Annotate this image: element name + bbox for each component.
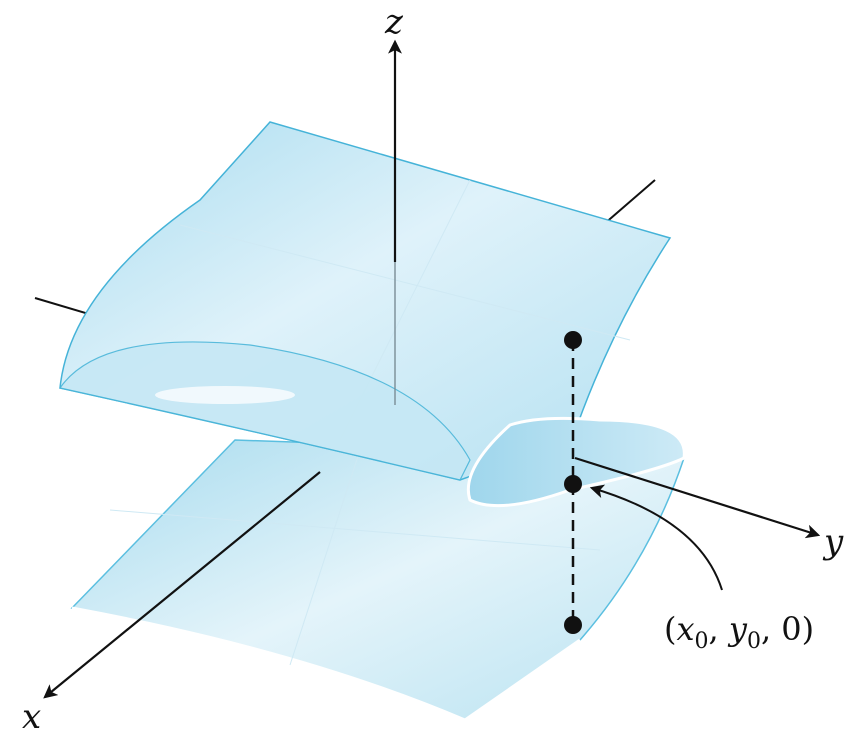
tube-end <box>466 416 686 508</box>
base-point <box>564 475 582 493</box>
point-label-sep1: , <box>709 610 729 648</box>
x-axis-label: x <box>22 697 41 737</box>
upper-sheet-curl <box>58 341 471 481</box>
y-axis <box>574 456 821 539</box>
lower-grid-line-2 <box>289 449 361 666</box>
point-label-y-sub: 0 <box>747 629 761 654</box>
point-label: (x0, y0, 0) <box>664 610 814 654</box>
point-label-y: y <box>727 610 748 648</box>
highlight-streak <box>155 386 295 404</box>
point-label-x: x <box>676 610 694 648</box>
point-label-x-sub: 0 <box>695 629 709 654</box>
z-axis-label: z <box>384 2 404 42</box>
point-label-close: ) <box>802 610 814 648</box>
upper-grid-line-1 <box>179 224 631 341</box>
x-axis <box>43 471 321 699</box>
point-label-open: ( <box>664 610 676 648</box>
point-label-zero: 0 <box>781 610 801 648</box>
upper-surface-point <box>564 331 582 349</box>
lower-grid-line-1 <box>109 509 601 551</box>
point-label-sep2: , <box>761 610 781 648</box>
y-axis-label: y <box>822 522 844 562</box>
label-leader-arrow <box>589 484 723 591</box>
lower-surface-point <box>564 616 582 634</box>
lower-sheet-front-edge <box>71 606 581 722</box>
